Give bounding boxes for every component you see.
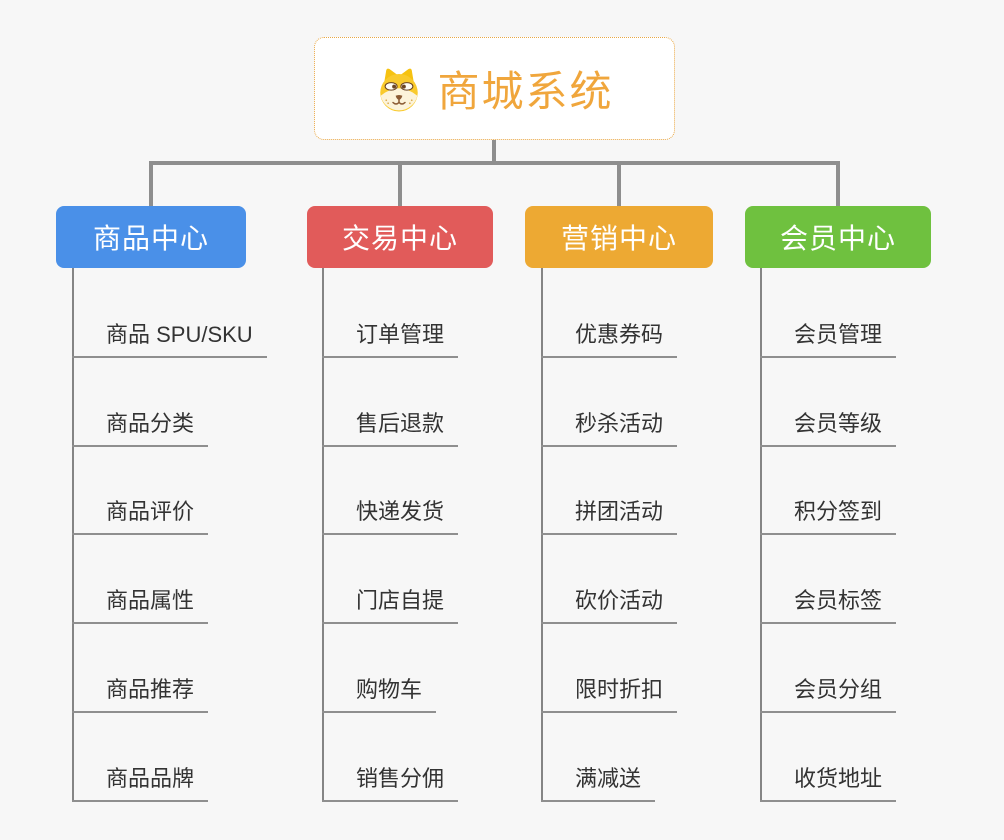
leaf-node[interactable]: 销售分佣 (322, 764, 459, 802)
leaf-node[interactable]: 会员标签 (760, 586, 897, 624)
leaf-node[interactable]: 订单管理 (322, 320, 459, 358)
leaf-node[interactable]: 商品 SPU/SKU (72, 320, 267, 358)
root-node-mall-system[interactable]: 商城系统 (314, 37, 675, 140)
root-title: 商城系统 (437, 68, 614, 115)
branch-node-product-center[interactable]: 商品中心 (56, 206, 246, 268)
connector-drop-marketing (617, 161, 621, 206)
leaf-node[interactable]: 拼团活动 (541, 497, 678, 535)
connector-root-stem (492, 140, 496, 162)
leaf-node[interactable]: 商品推荐 (72, 675, 209, 713)
leaf-node[interactable]: 秒杀活动 (541, 409, 678, 447)
leaf-node[interactable]: 售后退款 (322, 409, 459, 447)
leaf-node[interactable]: 会员等级 (760, 409, 897, 447)
leaf-node[interactable]: 门店自提 (322, 586, 459, 624)
branch-node-marketing-center[interactable]: 营销中心 (525, 206, 713, 268)
leaf-node[interactable]: 积分签到 (760, 497, 897, 535)
dog-face-icon (380, 68, 419, 111)
connector-drop-member (836, 161, 840, 206)
leaf-node[interactable]: 会员分组 (760, 675, 897, 713)
leaf-node[interactable]: 商品分类 (72, 409, 209, 447)
leaf-node[interactable]: 优惠券码 (541, 320, 678, 358)
leaf-node[interactable]: 会员管理 (760, 320, 897, 358)
leaf-node[interactable]: 收货地址 (760, 764, 897, 802)
leaf-node[interactable]: 快递发货 (322, 497, 459, 535)
connector-horizontal (149, 161, 840, 165)
branch-node-trade-center[interactable]: 交易中心 (307, 206, 493, 268)
leaf-node[interactable]: 购物车 (322, 675, 437, 713)
connector-drop-trade (398, 161, 402, 206)
leaf-node[interactable]: 满减送 (541, 764, 656, 802)
leaf-node[interactable]: 限时折扣 (541, 675, 678, 713)
leaf-node[interactable]: 砍价活动 (541, 586, 678, 624)
leaf-node[interactable]: 商品属性 (72, 586, 209, 624)
leaf-node[interactable]: 商品评价 (72, 497, 209, 535)
leaf-node[interactable]: 商品品牌 (72, 764, 209, 802)
branch-node-member-center[interactable]: 会员中心 (745, 206, 931, 268)
connector-drop-product (149, 161, 153, 206)
